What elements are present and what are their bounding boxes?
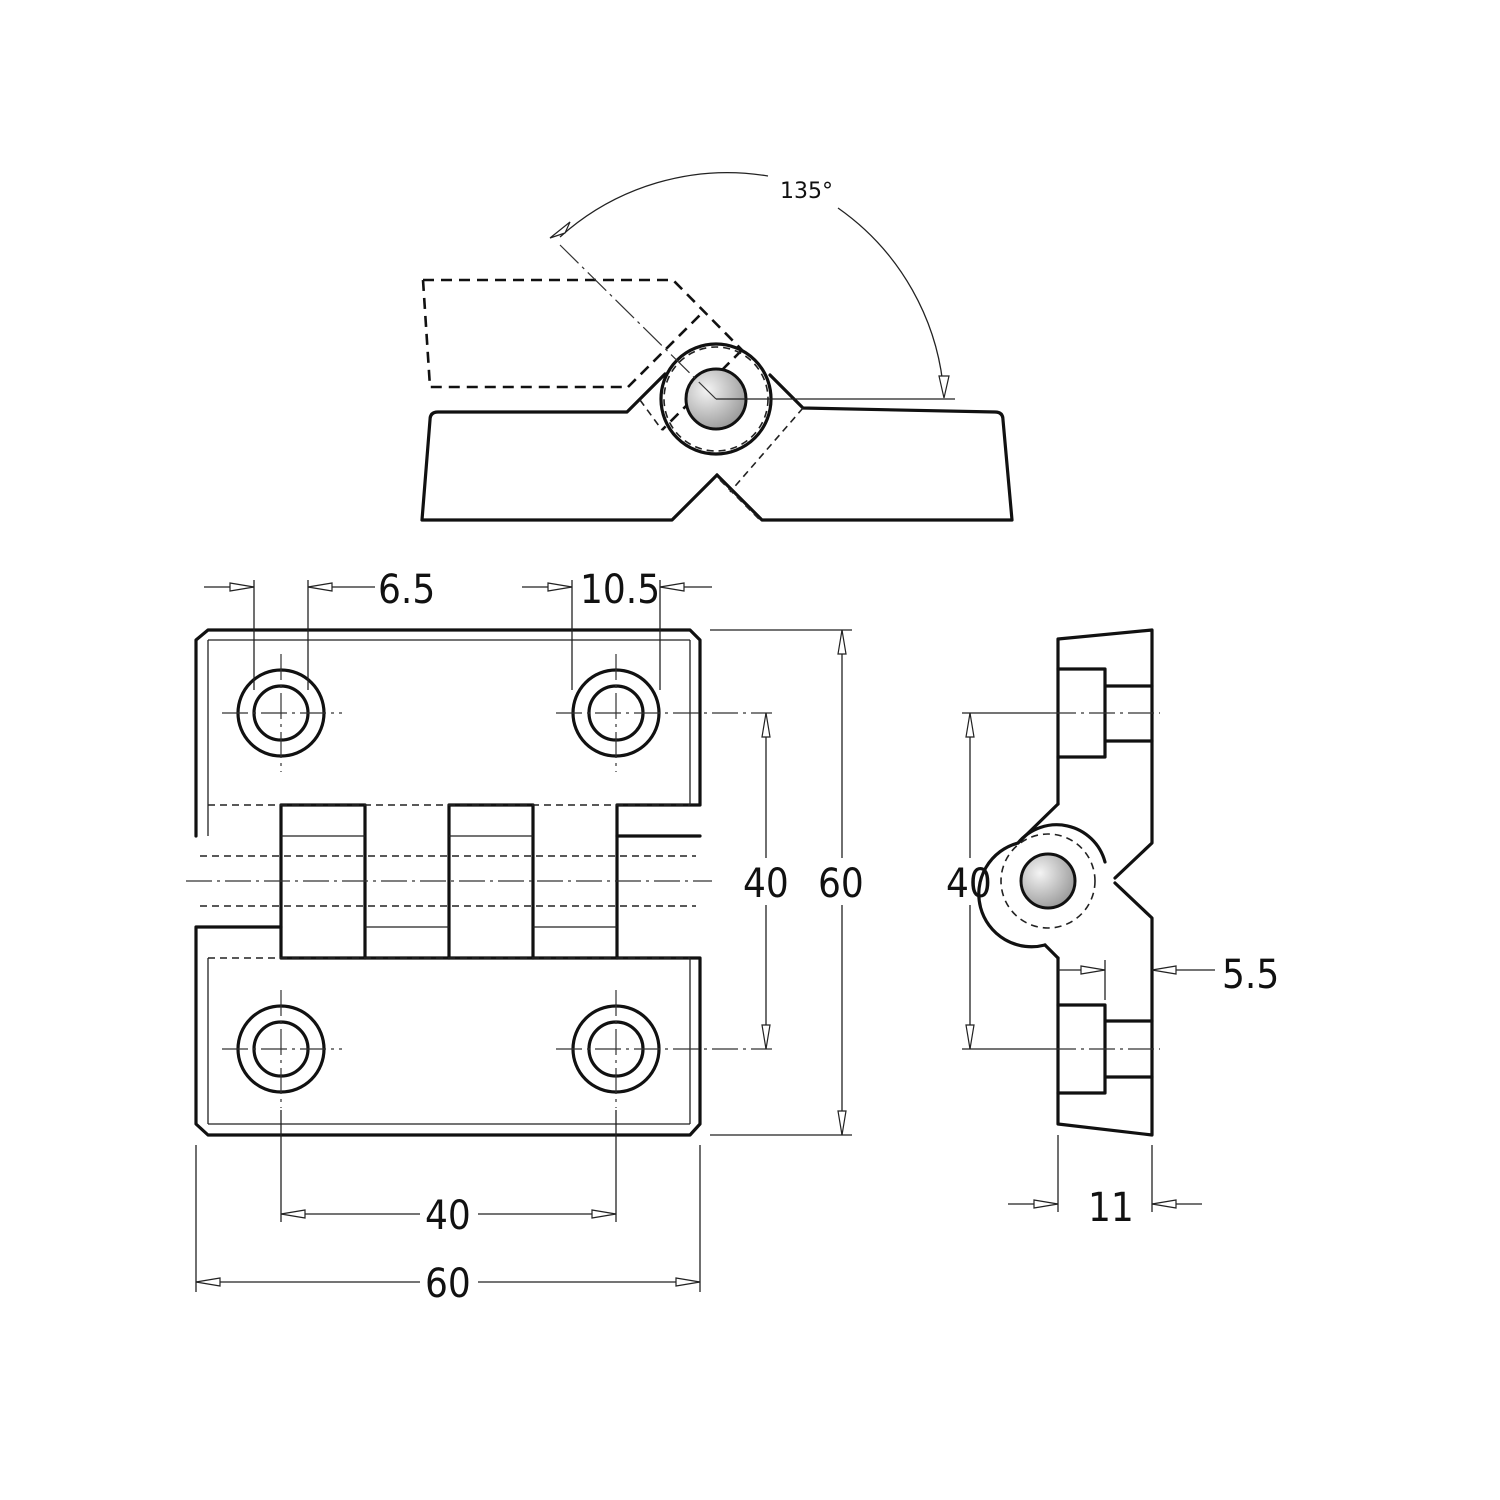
angle-label: 135° bbox=[780, 179, 833, 204]
hidden-edges bbox=[639, 399, 804, 521]
dim-side-thickness-label: 11 bbox=[1088, 1185, 1134, 1231]
side-lower-bevel bbox=[1043, 943, 1060, 960]
hole-top-right bbox=[556, 654, 772, 772]
side-upper-leaf bbox=[1056, 628, 1154, 880]
dim-side-hole-spacing-label: 40 bbox=[946, 861, 992, 907]
hole-top-left bbox=[222, 654, 342, 772]
dim-hole-offset: 6.5 bbox=[204, 567, 435, 690]
top-opening-view: 135° bbox=[420, 172, 1014, 522]
knuckles bbox=[279, 803, 619, 960]
angle-arrow-start bbox=[549, 221, 571, 239]
front-view: 6.5 10.5 40 60 bbox=[186, 567, 864, 1307]
angle-arc bbox=[559, 172, 769, 238]
side-view: 40 5.5 11 bbox=[946, 628, 1279, 1231]
dim-overall-width: 60 bbox=[195, 1145, 701, 1307]
dim-hole-spacing-vertical-label: 40 bbox=[743, 861, 789, 907]
lower-plate bbox=[194, 925, 702, 1137]
dim-hole-spacing-vertical: 40 bbox=[743, 712, 789, 1050]
angle-arc-right bbox=[837, 207, 945, 397]
hole-bottom-right bbox=[556, 990, 772, 1108]
dim-overall-height-label: 60 bbox=[818, 861, 864, 907]
dim-side-thickness: 11 bbox=[1008, 1135, 1202, 1231]
upper-plate-bevel bbox=[207, 639, 691, 836]
side-knuckle bbox=[977, 823, 1107, 949]
side-knuckle-hidden bbox=[1000, 833, 1096, 929]
dim-edge-offset-label: 10.5 bbox=[580, 567, 660, 613]
right-leaf bbox=[715, 373, 1014, 522]
hole-bottom-left bbox=[222, 990, 342, 1108]
pin-bore-hidden bbox=[200, 804, 696, 959]
rotation-axis-line bbox=[559, 244, 717, 400]
dim-hole-spacing-horizontal: 40 bbox=[280, 1110, 617, 1239]
side-pin bbox=[1019, 852, 1077, 910]
dim-overall-width-label: 60 bbox=[425, 1261, 471, 1307]
dim-side-step-label: 5.5 bbox=[1222, 952, 1279, 998]
dim-overall-height: 60 bbox=[710, 629, 864, 1136]
dim-side-step: 5.5 bbox=[1058, 952, 1279, 1000]
dim-hole-spacing-horizontal-label: 40 bbox=[425, 1193, 471, 1239]
left-leaf bbox=[420, 372, 719, 522]
dim-edge-offset: 10.5 bbox=[522, 567, 712, 690]
dim-side-hole-spacing: 40 bbox=[946, 712, 1050, 1050]
knuckle-faces bbox=[281, 835, 617, 928]
dim-hole-offset-label: 6.5 bbox=[378, 567, 435, 613]
angle-arrow-end bbox=[938, 375, 950, 399]
upper-plate bbox=[194, 628, 702, 838]
lower-plate-bevel bbox=[207, 958, 691, 1125]
side-lower-leaf bbox=[1056, 881, 1154, 1137]
